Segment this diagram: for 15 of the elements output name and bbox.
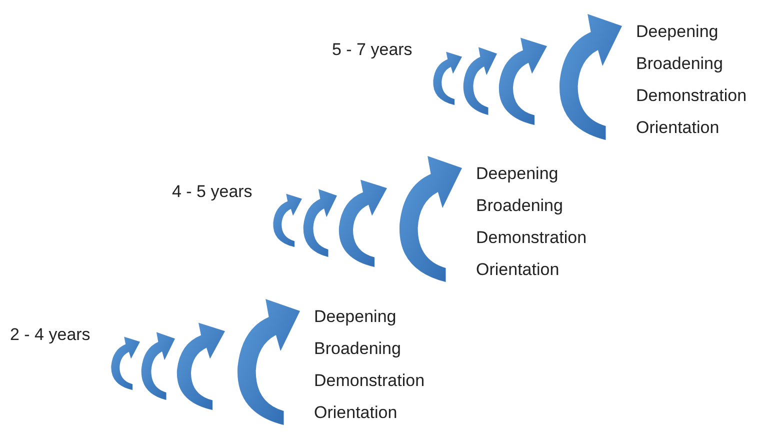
stage-label: Broadening (636, 54, 723, 74)
duration-label: 4 - 5 years (172, 182, 252, 202)
stage-label: Orientation (636, 118, 720, 138)
stage-label: Broadening (314, 339, 401, 359)
stage-label: Orientation (314, 403, 398, 423)
stage-label: Broadening (476, 196, 563, 216)
stage-label: Deepening (636, 22, 718, 42)
duration-label: 5 - 7 years (332, 40, 412, 60)
stage-label: Demonstration (314, 371, 425, 391)
stage-label: Demonstration (636, 86, 747, 106)
stage-label: Demonstration (476, 228, 587, 248)
stage-label: Orientation (476, 260, 560, 280)
stage-label: Deepening (314, 307, 396, 327)
stage-label: Deepening (476, 164, 558, 184)
duration-label: 2 - 4 years (10, 325, 90, 345)
